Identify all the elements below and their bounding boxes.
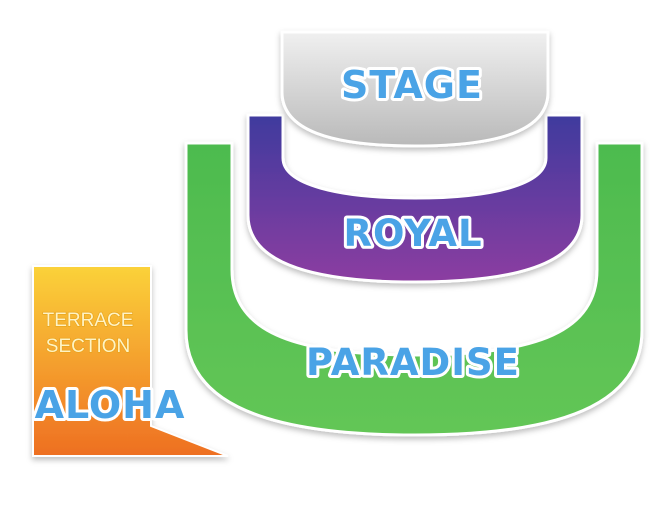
terrace-label-line2: SECTION: [46, 336, 130, 357]
stage-section[interactable]: [280, 30, 550, 148]
aloha-section[interactable]: [32, 265, 229, 457]
paradise-label[interactable]: PARADISE: [303, 338, 522, 387]
aloha-label[interactable]: ALOHA: [32, 380, 188, 430]
stage-label[interactable]: STAGE: [338, 60, 485, 110]
paradise-section[interactable]: [184, 141, 644, 437]
royal-label[interactable]: ROYAL: [340, 209, 484, 258]
royal-section[interactable]: [246, 113, 584, 284]
terrace-label-line1: TERRACE: [43, 310, 134, 331]
